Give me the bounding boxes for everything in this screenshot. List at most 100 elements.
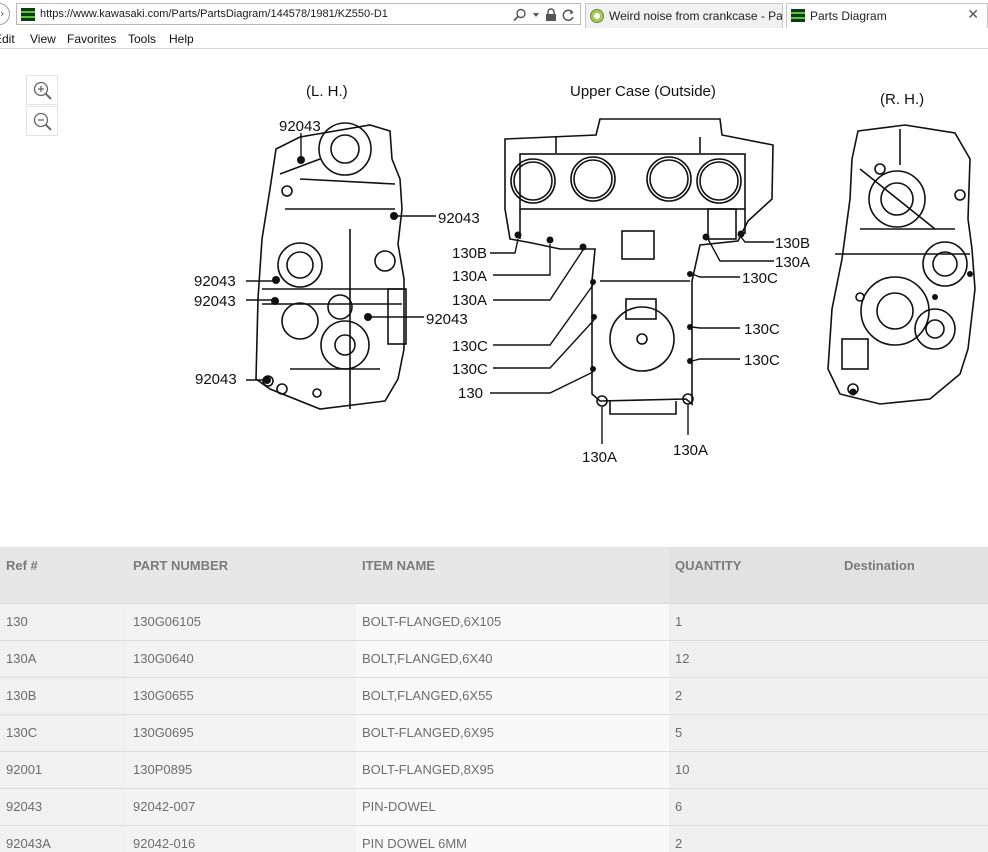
kawasaki-favicon-icon xyxy=(791,9,805,22)
right-case-dowels xyxy=(849,271,973,396)
browser-chrome: › https://www.kawasaki.com/Parts/PartsDi… xyxy=(0,0,988,49)
search-icon[interactable] xyxy=(513,8,527,22)
cell-quantity: 2 xyxy=(669,676,838,714)
zoom-out-icon xyxy=(33,112,52,131)
cell-destination xyxy=(838,824,988,852)
callout-130a: 130A xyxy=(452,268,487,285)
tab-parts-diagram[interactable]: Parts Diagram ✕ xyxy=(786,3,988,28)
column-header-quantity[interactable]: QUANTITY xyxy=(669,547,838,603)
callout-130c: 130C xyxy=(744,352,780,369)
zoom-in-button[interactable] xyxy=(26,75,58,105)
menu-edit[interactable]: Edit xyxy=(0,32,15,46)
callout-92043: 92043 xyxy=(194,273,236,290)
tab-weird-noise[interactable]: Weird noise from crankcase - Pag... xyxy=(585,3,783,28)
menu-favorites[interactable]: Favorites xyxy=(67,32,117,46)
right-case-drawing xyxy=(827,124,976,405)
callout-130c: 130C xyxy=(452,338,488,355)
cell-ref: 130C xyxy=(0,713,127,751)
upper-case-leaders xyxy=(490,236,774,444)
cell-ref: 130B xyxy=(0,676,127,714)
table-row[interactable]: 130 130G06105 BOLT-FLANGED,6X105 1 xyxy=(0,602,988,640)
callout-130a: 130A xyxy=(452,292,487,309)
back-arrow-icon: › xyxy=(0,7,5,20)
callout-130: 130 xyxy=(458,385,483,402)
left-case-dowels xyxy=(263,156,398,384)
cell-item-name: BOLT-FLANGED,6X105 xyxy=(356,602,669,640)
cell-item-name: PIN-DOWEL xyxy=(356,787,669,825)
callout-130b: 130B xyxy=(775,235,810,252)
cell-destination xyxy=(838,639,988,677)
cell-quantity: 1 xyxy=(669,602,838,640)
heading-upper-case: Upper Case (Outside) xyxy=(570,83,716,100)
callout-130c: 130C xyxy=(742,270,778,287)
table-row[interactable]: 130A 130G0640 BOLT,FLANGED,6X40 12 xyxy=(0,639,988,677)
upper-case-bolts xyxy=(514,230,745,372)
cell-ref: 130A xyxy=(0,639,127,677)
table-row[interactable]: 130B 130G0655 BOLT,FLANGED,6X55 2 xyxy=(0,676,988,714)
callout-92043: 92043 xyxy=(438,210,480,227)
column-header-ref[interactable]: Ref # xyxy=(0,547,127,603)
close-tab-icon[interactable]: ✕ xyxy=(967,7,979,23)
cell-quantity: 5 xyxy=(669,713,838,751)
cell-item-name: BOLT,FLANGED,6X40 xyxy=(356,639,669,677)
zoom-in-icon xyxy=(33,81,52,100)
callout-92043: 92043 xyxy=(195,371,237,388)
column-header-item-name[interactable]: ITEM NAME xyxy=(356,547,669,603)
upper-case-drawing xyxy=(504,118,774,415)
address-bar-icons xyxy=(513,6,575,23)
table-row[interactable]: 92043 92042-007 PIN-DOWEL 6 xyxy=(0,787,988,825)
upper-case-callouts: 130B 130A 130A 130C 130C 130 130B 130A 1… xyxy=(452,235,810,466)
cell-part-number[interactable]: 130G0695 xyxy=(127,713,356,751)
callout-130a: 130A xyxy=(582,449,617,466)
cell-quantity: 2 xyxy=(669,824,838,852)
dropdown-arrow-icon[interactable] xyxy=(532,8,540,22)
callout-92043: 92043 xyxy=(194,293,236,310)
cell-quantity: 12 xyxy=(669,639,838,677)
parts-table: Ref # PART NUMBER ITEM NAME QUANTITY Des… xyxy=(0,547,988,852)
back-button[interactable]: › xyxy=(0,3,10,25)
callout-130a: 130A xyxy=(775,254,810,271)
heading-right-hand: (R. H.) xyxy=(880,91,924,108)
parts-diagram-area: (L. H.) Upper Case (Outside) (R. H.) xyxy=(0,49,988,547)
cell-item-name: PIN DOWEL 6MM xyxy=(356,824,669,852)
cell-quantity: 10 xyxy=(669,750,838,788)
cell-destination xyxy=(838,750,988,788)
crankcase-diagram: (L. H.) Upper Case (Outside) (R. H.) xyxy=(194,83,976,466)
cell-part-number[interactable]: 130G0640 xyxy=(127,639,356,677)
kawasaki-favicon-icon xyxy=(21,8,35,21)
cell-part-number[interactable]: 130P0895 xyxy=(127,750,356,788)
cell-part-number[interactable]: 130G0655 xyxy=(127,676,356,714)
callout-130b: 130B xyxy=(452,245,487,262)
menu-help[interactable]: Help xyxy=(169,32,194,46)
cell-part-number[interactable]: 92042-007 xyxy=(127,787,356,825)
callout-130c: 130C xyxy=(452,361,488,378)
cell-quantity: 6 xyxy=(669,787,838,825)
address-row: › https://www.kawasaki.com/Parts/PartsDi… xyxy=(0,0,988,29)
left-case-drawing xyxy=(255,122,407,410)
table-row[interactable]: 92001 130P0895 BOLT-FLANGED,8X95 10 xyxy=(0,750,988,788)
tab-label: Parts Diagram xyxy=(810,9,887,23)
address-bar[interactable]: https://www.kawasaki.com/Parts/PartsDiag… xyxy=(16,3,581,25)
menu-tools[interactable]: Tools xyxy=(128,32,157,46)
cell-part-number[interactable]: 130G06105 xyxy=(127,602,356,640)
menu-view[interactable]: View xyxy=(30,32,56,46)
refresh-icon[interactable] xyxy=(562,8,575,22)
cell-destination xyxy=(838,602,988,640)
zoom-out-button[interactable] xyxy=(26,106,58,136)
parts-table-container: Ref # PART NUMBER ITEM NAME QUANTITY Des… xyxy=(0,547,988,852)
table-row[interactable]: 130C 130G0695 BOLT-FLANGED,6X95 5 xyxy=(0,713,988,751)
table-row[interactable]: 92043A 92042-016 PIN DOWEL 6MM 2 xyxy=(0,824,988,852)
forum-favicon-icon xyxy=(590,9,604,23)
column-header-part-number[interactable]: PART NUMBER xyxy=(127,547,356,603)
tab-label: Weird noise from crankcase - Pag... xyxy=(609,9,783,23)
cell-part-number[interactable]: 92042-016 xyxy=(127,824,356,852)
table-header-row: Ref # PART NUMBER ITEM NAME QUANTITY Des… xyxy=(0,547,988,603)
heading-left-hand: (L. H.) xyxy=(306,83,348,100)
url-text[interactable]: https://www.kawasaki.com/Parts/PartsDiag… xyxy=(40,8,388,20)
lock-icon[interactable] xyxy=(545,7,557,22)
left-case-leaders xyxy=(246,133,436,381)
callout-92043: 92043 xyxy=(279,118,321,135)
cell-destination xyxy=(838,713,988,751)
cell-ref: 130 xyxy=(0,602,127,640)
column-header-destination[interactable]: Destination xyxy=(838,547,988,603)
